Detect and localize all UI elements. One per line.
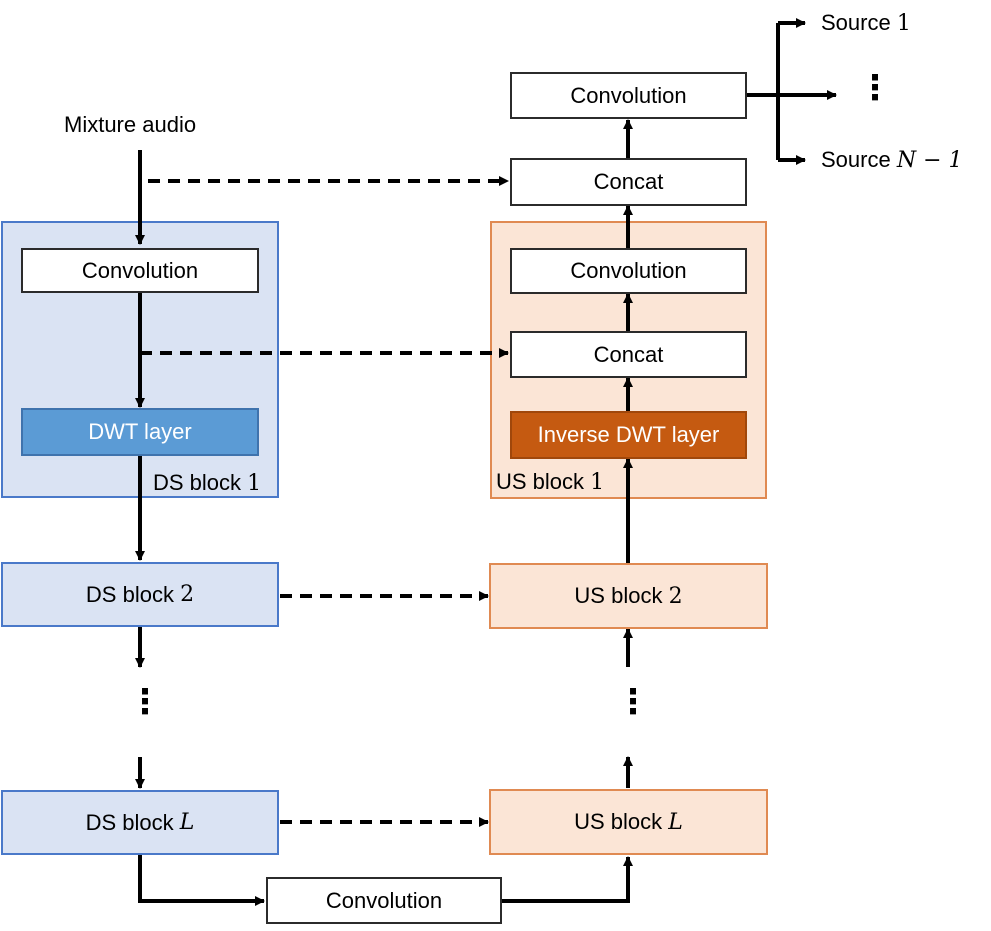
us-block-1-index: 1 [590, 470, 605, 495]
bottleneck-convolution: Convolution [266, 877, 502, 924]
us1-convolution: Convolution [510, 248, 747, 294]
us-block-L-index: L [668, 809, 683, 835]
ds-ellipsis: ⋮ [128, 683, 162, 721]
ds-block-2-index: 2 [180, 582, 195, 607]
ds-block-1-label: DS block 1 [153, 470, 261, 496]
arrow-dsL-to-bottleneck [138, 855, 265, 906]
output-convolution: Convolution [510, 72, 747, 119]
ds-block-1-name: DS block [153, 470, 242, 495]
source-last-label: Source N − 1 [821, 147, 963, 173]
dwt-layer: DWT layer [21, 408, 259, 456]
ds-block-2: DS block 2 [1, 562, 279, 627]
us-block-1-label: US block 1 [496, 469, 604, 495]
ds1-convolution: Convolution [21, 248, 259, 293]
us-block-L: US block L [489, 789, 768, 855]
inverse-dwt-layer: Inverse DWT layer [510, 411, 747, 459]
output-concat: Concat [510, 158, 747, 206]
ds-block-L-index: L [179, 810, 195, 835]
us-block-L-name: US block [574, 809, 663, 834]
us-block-2-index: 2 [668, 583, 683, 609]
us-block-2-name: US block [574, 583, 663, 608]
us-ellipsis: ⋮ [616, 683, 650, 721]
us1-concat: Concat [510, 331, 747, 378]
arrow-bottleneck-to-usL [502, 856, 633, 903]
source-1-name: Source [821, 10, 891, 35]
source-last-index: N − 1 [896, 148, 963, 173]
us-block-1-name: US block [496, 469, 585, 494]
mixture-audio-label: Mixture audio [64, 112, 197, 137]
source-1-index: 1 [896, 11, 911, 36]
ds-block-L: DS block L [1, 790, 279, 855]
us-block-2: US block 2 [489, 563, 768, 629]
ds-block-1-index: 1 [247, 471, 262, 496]
source-1-label: Source 1 [821, 10, 911, 36]
ds-block-L-name: DS block [85, 809, 174, 835]
source-last-name: Source [821, 147, 891, 172]
source-ellipsis: ⋮ [858, 69, 892, 107]
ds-block-2-name: DS block [85, 581, 174, 607]
